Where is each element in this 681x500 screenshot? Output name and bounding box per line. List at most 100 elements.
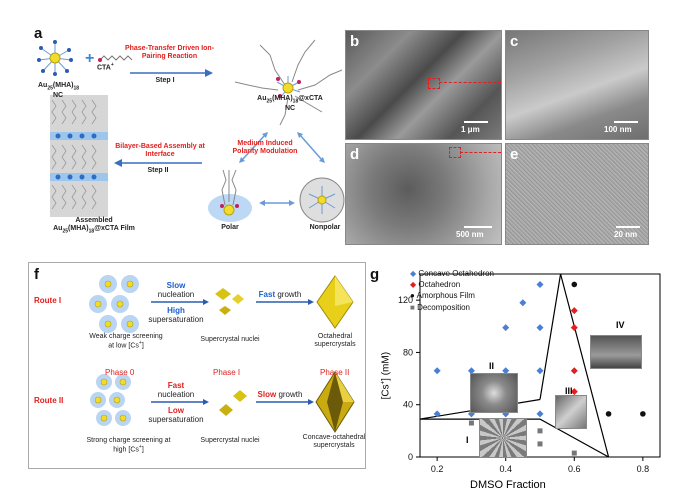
data-point: [570, 307, 578, 315]
x-tick-label: 0.4: [499, 464, 512, 474]
x-axis-label: DMSO Fraction: [470, 479, 546, 491]
route1-label: Route I: [34, 296, 62, 305]
panel-a-schematic: +: [37, 39, 345, 223]
panel-e-label: e: [510, 146, 519, 163]
panel-c-image: c 100 nm: [505, 30, 649, 140]
r1-growth: Fast growth: [258, 290, 302, 299]
legend-item-octahedron: ◆ Octahedron: [410, 280, 461, 290]
region-ii-label: II: [489, 361, 495, 371]
region-i-label: I: [466, 435, 469, 445]
region-iv-label: IV: [616, 320, 625, 330]
data-point: [570, 388, 578, 396]
data-point: [571, 450, 577, 456]
assembled-film-icon: [50, 95, 108, 217]
phase0-label: Phase 0: [105, 368, 135, 377]
data-point: [467, 367, 475, 375]
medium-label: Medium Induced Polarity Modulation: [232, 140, 298, 156]
panel-e-image: e 20 nm: [505, 143, 649, 245]
x-tick-label: 0.6: [568, 464, 581, 474]
inset-i-image: [479, 418, 527, 458]
y-tick-label: 0: [408, 452, 413, 462]
panel-a-label: a: [34, 25, 43, 42]
cta-label: CTA+: [97, 62, 114, 72]
polar-modulation-arrow: [241, 134, 266, 161]
phase2-label: Phase II: [320, 368, 350, 377]
legend-item-concave: ◆ Concave Octahedron: [410, 269, 494, 278]
panel-c-scale: 100 nm: [604, 125, 632, 134]
step1-title: Phase-Transfer Driven Ion-Pairing Reacti…: [124, 45, 215, 61]
nonpolar-label: Nonpolar: [309, 224, 341, 231]
panel-d-scale: 500 nm: [456, 230, 484, 239]
panel-f-frame: [28, 262, 366, 469]
weak-screening-nc-icon: [89, 275, 139, 333]
cta-chain-icon: [99, 55, 133, 61]
r1-left-caption: Weak charge screening at low [Cs+]: [89, 333, 163, 350]
legend-item-amorphous: ● Amorphous Film: [410, 291, 475, 301]
panel-f-schematic: [89, 275, 355, 433]
zoom-arrow: [439, 82, 501, 83]
data-point: [537, 428, 543, 434]
data-point: [536, 324, 544, 332]
nonpolar-nc-icon: [299, 177, 345, 223]
phase-boundary: [420, 418, 609, 458]
data-point: [536, 367, 544, 375]
polar-nc-icon: [208, 169, 252, 222]
region-iii-label: III: [565, 386, 573, 396]
step1-label: Step I: [155, 77, 175, 84]
panel-g-label: g: [370, 266, 380, 283]
legend-item-decomposition: ■ Decomposition: [410, 302, 470, 312]
route2-label: Route II: [34, 396, 64, 405]
r2-mid-caption: Supercrystal nuclei: [200, 437, 260, 444]
chart-legend: ◆ Concave Octahedron ◆ Octahedron ● Amor…: [410, 268, 494, 313]
bilayer-label: Bilayer-Based Assembly at Interface: [115, 143, 205, 159]
data-point: [502, 324, 510, 332]
panel-f-label: f: [34, 266, 39, 283]
plot-frame: [419, 273, 661, 458]
data-point: [570, 324, 578, 332]
inset-ii-image: [470, 373, 518, 413]
data-point: [468, 420, 474, 426]
x-tick-label: 0.2: [431, 464, 444, 474]
data-point: [502, 367, 510, 375]
panel-d-label: d: [350, 146, 360, 163]
data-point: [467, 410, 475, 418]
panel-d-image: d 500 nm: [345, 143, 502, 245]
concave-octahedral-supercrystal-icon: [315, 371, 355, 433]
product-nc-icon: [234, 39, 343, 126]
inset-iii-image: [555, 395, 587, 429]
r1-right-caption: Octahedral supercrystals: [314, 333, 356, 349]
panel-b-image: b 1 μm: [345, 30, 502, 140]
y-tick-label: 40: [403, 400, 413, 410]
octahedral-supercrystal-icon: [316, 275, 354, 329]
y-axis-label: [Cs+] (mM): [380, 351, 392, 400]
r2-nuclei-icon: [219, 390, 247, 416]
data-point: [537, 441, 543, 447]
zoom-arrow: [460, 152, 501, 153]
phase-boundary: [559, 273, 610, 458]
y-tick-label: 80: [403, 347, 413, 357]
nonpolar-modulation-arrow: [299, 134, 323, 161]
step2-label: Step II: [147, 167, 169, 174]
strong-screening-nc-icon: [90, 374, 131, 426]
phase-boundary: [539, 273, 562, 400]
phase1-label: Phase I: [213, 368, 241, 377]
x-tick-label: 0.8: [637, 464, 650, 474]
data-point: [570, 367, 578, 375]
panel-b-scale: 1 μm: [461, 125, 480, 134]
panel-c-label: c: [510, 33, 519, 50]
plus-icon: +: [85, 50, 94, 67]
data-point: [640, 411, 646, 417]
data-point: [536, 410, 544, 418]
r1-nuclei-icon: [215, 288, 244, 315]
data-point: [519, 299, 527, 307]
r2-left-caption: Strong charge screening at high [Cs+]: [86, 437, 171, 454]
data-point: [605, 411, 612, 417]
panel-e-scale: 20 nm: [614, 230, 638, 239]
